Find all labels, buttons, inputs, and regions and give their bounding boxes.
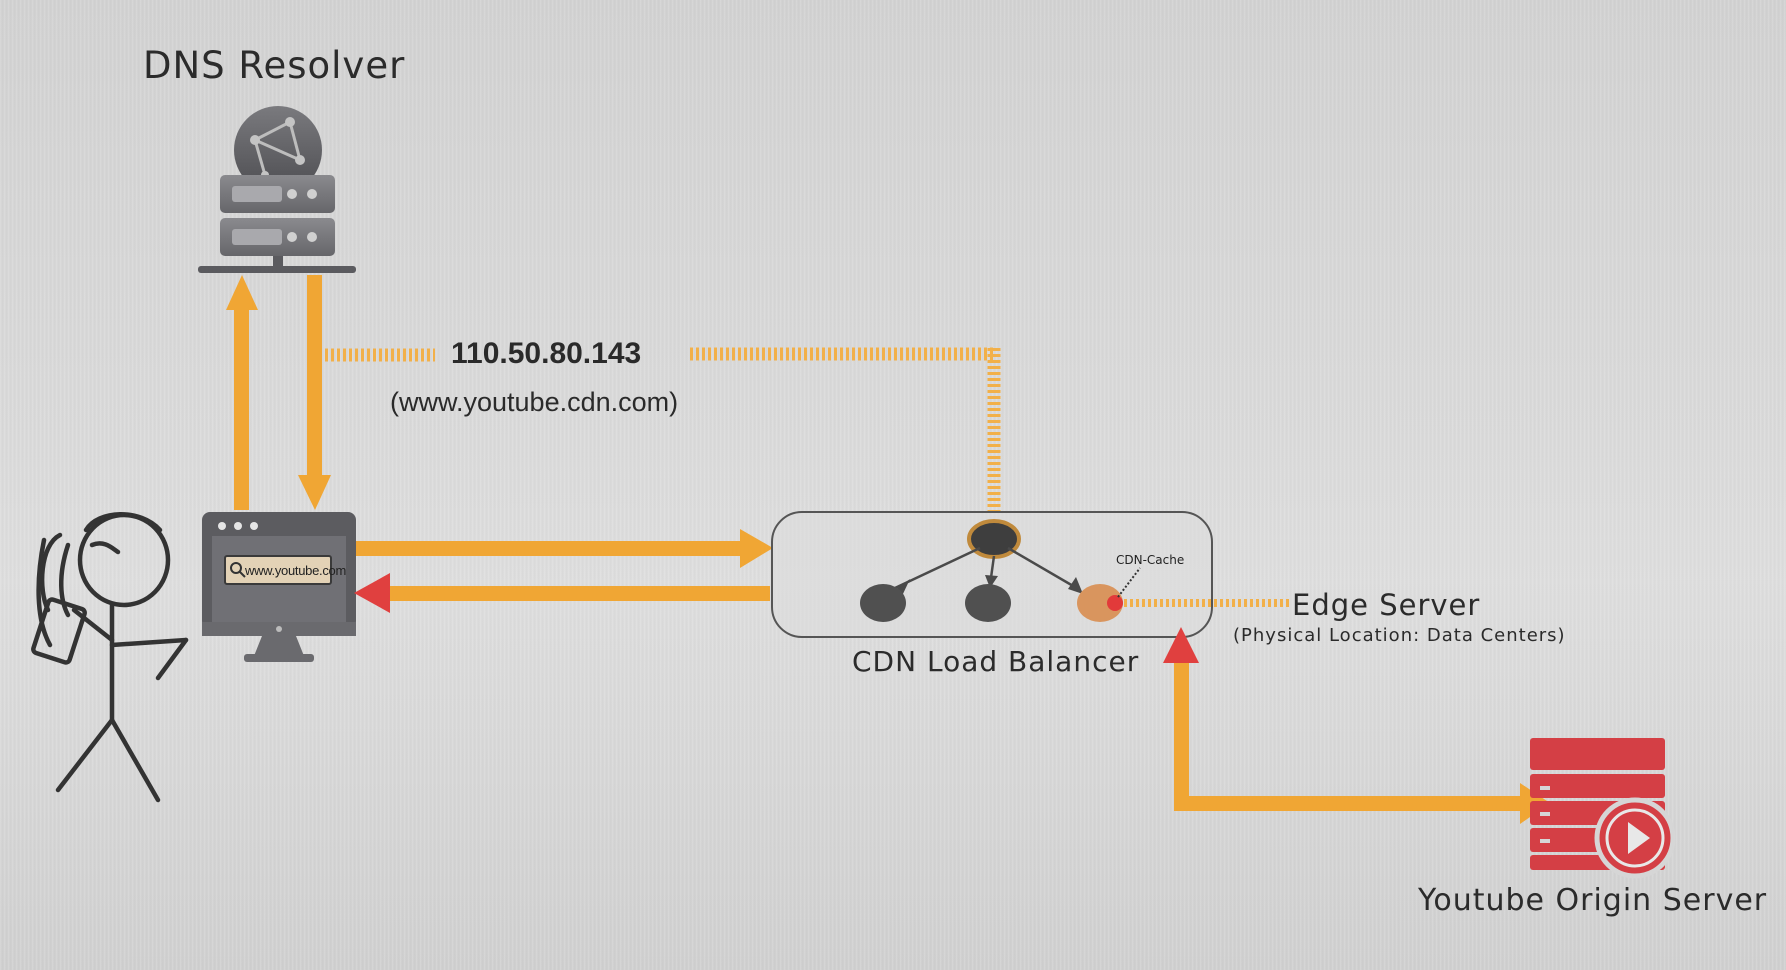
request-to-cdn-arrow	[356, 529, 773, 568]
edge-server-note: (Physical Location: Data Centers)	[1233, 625, 1566, 646]
ip-address-label: 110.50.80.143	[451, 337, 642, 370]
cdn-load-balancer-label: CDN Load Balancer	[852, 645, 1140, 678]
origin-to-edge-arrow	[1163, 627, 1550, 824]
cdn-hostname-label: (www.youtube.cdn.com)	[390, 387, 679, 417]
dns-resolver-label: DNS Resolver	[143, 44, 406, 87]
dns-query-arrow	[226, 275, 258, 510]
dns-response-arrow	[298, 275, 331, 510]
cdn-load-balancer-box	[771, 511, 1213, 638]
cdn-cache-label: CDN-Cache	[1116, 553, 1185, 567]
dns-to-cdn-dashed-line	[325, 347, 1001, 512]
desktop-monitor-icon	[202, 512, 356, 662]
globe-server-icon	[198, 106, 356, 273]
edge-server-label: Edge Server	[1292, 588, 1481, 622]
video-server-icon	[1530, 738, 1676, 879]
response-from-cdn-arrow	[354, 573, 770, 613]
stick-figure-icon	[31, 512, 189, 803]
origin-server-label: Youtube Origin Server	[1418, 883, 1768, 918]
browser-url-text: www.youtube.com	[245, 563, 346, 578]
